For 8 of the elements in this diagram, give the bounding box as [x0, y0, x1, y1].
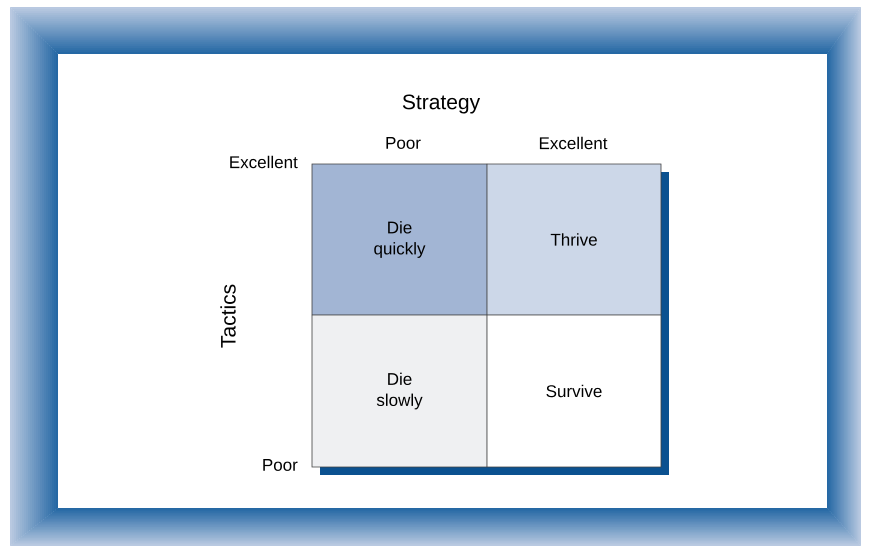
- matrix-cell: Thrive: [486, 164, 662, 316]
- axis-title: Tactics: [220, 284, 236, 348]
- axis-title: Strategy: [402, 94, 480, 114]
- matrix-cell: Die slowly: [312, 314, 488, 468]
- matrix-cell: Die quickly: [312, 164, 488, 316]
- matrix-cell: Survive: [486, 314, 662, 468]
- axis-label: Excellent: [230, 156, 298, 168]
- axis-label: Poor: [263, 459, 298, 471]
